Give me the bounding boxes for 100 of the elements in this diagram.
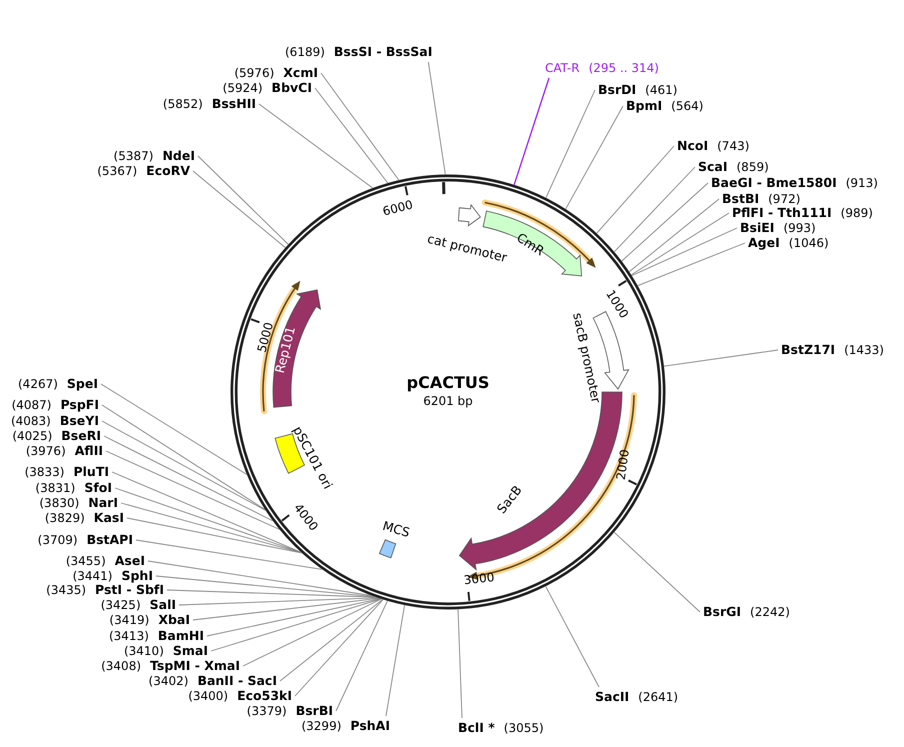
enzyme-name: SphI xyxy=(121,568,153,583)
enzyme-name: PshAI xyxy=(350,718,390,733)
leader-line xyxy=(621,182,708,262)
enzyme-name: TspMI - XmaI xyxy=(150,658,240,673)
cut-position: (859) xyxy=(736,160,769,174)
cut-position: (3435) xyxy=(46,583,86,597)
feature-label: cat promoter xyxy=(426,230,509,266)
enzyme-name: KasI xyxy=(94,510,124,525)
cut-position: (6189) xyxy=(285,45,325,59)
leader-line xyxy=(596,146,674,234)
enzyme-name: SfoI xyxy=(84,480,112,495)
leader-line xyxy=(120,502,302,554)
enzyme-name: XcmI xyxy=(283,65,318,80)
enzyme-name: BamHI xyxy=(158,628,204,643)
cut-position: (4083) xyxy=(10,414,51,428)
cut-position: (5367) xyxy=(97,164,138,178)
enzyme-name: XbaI xyxy=(158,612,190,627)
cut-position: (3402) xyxy=(148,674,188,688)
enzyme-name: BclI * xyxy=(458,720,495,735)
enzyme-name: AseI xyxy=(114,553,145,568)
cut-position: (3419) xyxy=(109,613,150,627)
cut-position: (3709) xyxy=(38,533,78,547)
leader-line xyxy=(148,560,372,596)
cut-position: (1046) xyxy=(788,236,829,250)
enzyme-name: BaeGI - Bme1580I xyxy=(711,175,837,190)
cut-position: (3379) xyxy=(246,704,287,718)
enzyme-name: SpeI xyxy=(66,376,98,391)
leader-line xyxy=(294,599,384,696)
enzyme-name: SmaI xyxy=(172,643,208,658)
cut-position: (3408) xyxy=(101,659,142,673)
cut-position: (564) xyxy=(671,99,704,113)
cut-position: (3299) xyxy=(301,719,342,733)
cut-position: (743) xyxy=(717,139,750,153)
enzyme-name: BsrBI xyxy=(296,703,333,718)
enzyme-name: BstZ17I xyxy=(781,342,836,357)
enzyme-name: EcoRV xyxy=(146,163,190,178)
cut-position: (3425) xyxy=(100,598,141,612)
leader-line xyxy=(630,212,730,276)
primer-name: CAT-R xyxy=(545,61,580,75)
enzyme-name: BstAPI xyxy=(86,532,133,547)
leader-line xyxy=(314,88,388,184)
enzyme-name: BseRI xyxy=(61,428,101,443)
leader-line xyxy=(156,576,375,598)
leader-line xyxy=(458,608,462,718)
cut-position: (5924) xyxy=(222,81,263,95)
cut-position: (4267) xyxy=(18,377,58,391)
enzyme-name: SacII xyxy=(595,689,630,704)
leader-line xyxy=(386,604,405,716)
cut-position: (3413) xyxy=(108,629,149,643)
leader-line xyxy=(102,420,266,511)
enzyme-name: NdeI xyxy=(162,148,195,163)
cut-position: (5387) xyxy=(114,149,154,163)
leader-line xyxy=(126,518,302,554)
leader-line xyxy=(198,156,289,245)
leader-line xyxy=(104,436,274,522)
plasmid-name: pCACTUS xyxy=(406,373,490,392)
cut-position: (461) xyxy=(645,83,678,97)
enzyme-name: BssHII xyxy=(212,96,256,111)
leader-line xyxy=(136,540,323,570)
cut-position: (3055) xyxy=(504,721,544,735)
cut-position: (2641) xyxy=(638,690,678,704)
leader-line xyxy=(206,598,381,636)
leader-line xyxy=(112,472,302,553)
primer-range: (295 .. 314) xyxy=(588,61,659,75)
leader-line xyxy=(192,598,380,620)
cut-position: (3976) xyxy=(26,444,66,458)
enzyme-name: AflII xyxy=(74,443,103,458)
leader-line xyxy=(114,488,302,554)
cut-position: (5976) xyxy=(234,66,274,80)
cut-position: (4025) xyxy=(12,429,52,443)
enzyme-name: BsiEI xyxy=(740,220,774,235)
leader-line xyxy=(545,586,600,688)
leader-line xyxy=(336,600,388,712)
leader-line xyxy=(546,90,596,198)
cut-position: (989) xyxy=(840,206,873,220)
enzyme-name: BssSI - BssSaI xyxy=(334,44,432,59)
enzyme-name: NcoI xyxy=(677,138,708,153)
enzyme-name: BanII - SacI xyxy=(197,673,277,688)
cut-position: (5852) xyxy=(162,97,203,111)
cut-position: (2242) xyxy=(750,605,790,619)
enzyme-name: AgeI xyxy=(748,235,780,250)
cut-position: (913) xyxy=(846,176,878,190)
enzyme-name: BbvCI xyxy=(272,80,312,95)
leader-line xyxy=(637,242,746,286)
enzyme-name: PluTI xyxy=(73,464,109,479)
leader-line xyxy=(320,72,400,181)
leader-line xyxy=(192,170,286,248)
leader-line xyxy=(242,598,382,666)
enzyme-name: SalI xyxy=(150,597,176,612)
cut-position: (3441) xyxy=(72,569,112,583)
leader-line xyxy=(514,78,550,185)
leader-line xyxy=(210,598,382,652)
leader-line xyxy=(614,166,696,252)
enzyme-name: BpmI xyxy=(626,98,662,113)
plasmid-length: 6201 bp xyxy=(422,394,474,408)
enzyme-name: Eco53kI xyxy=(237,688,292,703)
leader-line xyxy=(258,104,374,188)
enzyme-name: PflFI - Tth111I xyxy=(732,205,832,220)
leader-line xyxy=(664,350,778,367)
enzyme-name: BseYI xyxy=(60,413,99,428)
